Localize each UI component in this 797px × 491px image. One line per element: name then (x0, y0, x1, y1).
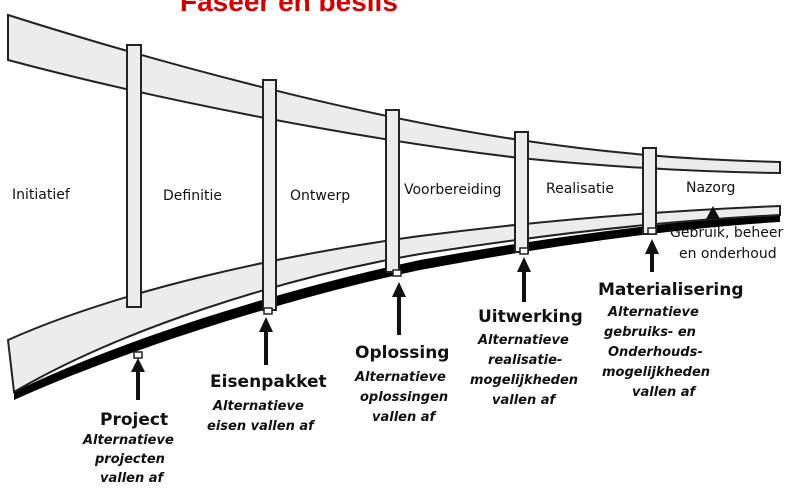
milestone-line: vallen af (372, 410, 438, 425)
upper-beam (7, 13, 781, 175)
milestone-title: Materialisering (598, 280, 744, 300)
milestone-line: vallen af (492, 393, 558, 408)
nazorg-note-line: Gebruik, beheer (670, 225, 783, 241)
milestone-line: mogelijkheden (470, 373, 578, 388)
diagram-title: Faseer en beslis (180, 0, 398, 17)
nazorg-marker-icon (706, 206, 720, 219)
beam-notches (133, 227, 657, 359)
arrow-up-icon (259, 317, 273, 365)
phase-label: Definitie (163, 188, 222, 204)
milestone-materialisering: Materialisering Alternatieve gebruiks- e… (598, 280, 744, 400)
milestone-title: Uitwerking (478, 307, 583, 327)
arrow-up-icon (645, 239, 659, 272)
post-1 (126, 44, 142, 308)
milestone-line: mogelijkheden (602, 365, 710, 380)
milestone-line: vallen af (632, 385, 698, 400)
milestone-title: Eisenpakket (210, 372, 327, 392)
milestone-line: Onderhouds- (608, 345, 703, 360)
nazorg-note-line: en onderhoud (679, 246, 777, 262)
milestone-eisenpakket: Eisenpakket Alternatieve eisen vallen af (207, 372, 327, 434)
milestone-line: oplossingen (360, 390, 448, 405)
milestone-title: Oplossing (355, 343, 449, 363)
phase-label: Ontwerp (290, 188, 350, 204)
post-3 (385, 109, 400, 273)
phase-label: Initiatief (12, 187, 71, 203)
milestone-uitwerking: Uitwerking Alternatieve realisatie- moge… (470, 307, 583, 408)
phase-label: Voorbereiding (404, 182, 501, 198)
milestone-line: realisatie- (488, 353, 562, 368)
milestone-line: Alternatieve (212, 399, 304, 414)
milestone-line: Alternatieve (354, 370, 446, 385)
milestone-line: Alternatieve (477, 333, 569, 348)
arrow-up-icon (392, 282, 406, 335)
arrow-up-icon (517, 257, 531, 302)
post-5 (642, 147, 657, 235)
milestone-project: Project Alternatieve projecten vallen af (82, 410, 174, 486)
milestone-line: vallen af (100, 471, 166, 486)
milestone-line: eisen vallen af (207, 419, 316, 434)
phase-label: Nazorg (686, 180, 735, 196)
milestone-title: Project (100, 410, 168, 430)
phase-label: Realisatie (546, 181, 614, 197)
post-4 (514, 131, 529, 253)
milestone-line: gebruiks- en (604, 325, 696, 340)
milestone-line: Alternatieve (82, 433, 174, 448)
arrow-up-icon (131, 358, 145, 400)
milestone-line: projecten (94, 452, 165, 467)
post-2 (262, 79, 277, 311)
milestone-arrows (131, 239, 659, 400)
milestone-line: Alternatieve (607, 305, 699, 320)
milestone-oplossing: Oplossing Alternatieve oplossingen valle… (354, 343, 449, 425)
